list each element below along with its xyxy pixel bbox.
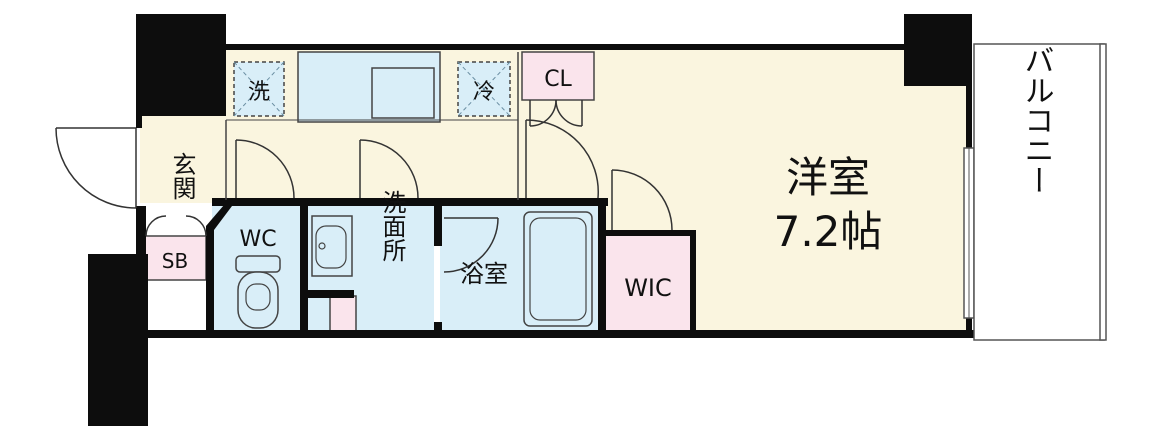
- balcony-label: バルコニー: [1019, 45, 1054, 195]
- bathroom-label: 浴室: [460, 260, 508, 288]
- wall-bottom: [140, 330, 976, 338]
- toilet-label: WC: [239, 227, 276, 252]
- wall-wic-right: [690, 230, 696, 334]
- wall-wash-bath: [434, 202, 442, 246]
- wall-right-top: [966, 44, 972, 148]
- column-bottom-left-2: [88, 254, 108, 426]
- balcony: [973, 43, 1105, 341]
- fridge-label: 冷: [473, 80, 495, 105]
- doors: [55, 99, 673, 273]
- washer-label: 洗: [248, 80, 270, 105]
- toilet-bowl: [237, 271, 279, 329]
- wall-bath-wic: [598, 202, 606, 334]
- wall-entrance-left-bottom: [136, 206, 146, 256]
- western-room-size: 7.2帖: [774, 207, 883, 256]
- wall-wic-top: [606, 230, 692, 236]
- entrance-label: 玄関: [168, 152, 196, 200]
- cl-label: CL: [544, 67, 572, 92]
- column-top-left: [136, 14, 226, 116]
- fridge-space: [457, 61, 511, 117]
- wall-toilet-diagonal: [206, 198, 238, 338]
- bathtub: [523, 211, 593, 327]
- wic-label: WIC: [624, 274, 672, 302]
- wall-entrance-left-top: [136, 116, 142, 128]
- washroom-label: 洗面所: [378, 190, 406, 262]
- toilet-tank: [235, 255, 281, 273]
- wic-floor: [606, 234, 692, 334]
- pipe-space-pink-2: [329, 295, 357, 333]
- wall-top: [136, 44, 972, 50]
- wall-wash-sink: [306, 290, 354, 298]
- western-room-name: 洋室: [786, 153, 870, 202]
- wall-wash-bath-lower: [434, 322, 442, 334]
- cl-floor: [521, 51, 595, 101]
- sb-label: SB: [162, 249, 188, 273]
- wall-wet-top: [212, 198, 608, 206]
- kitchen-sink: [371, 67, 435, 119]
- wall-toilet-wash: [300, 202, 308, 334]
- wall-right-bottom: [966, 318, 972, 338]
